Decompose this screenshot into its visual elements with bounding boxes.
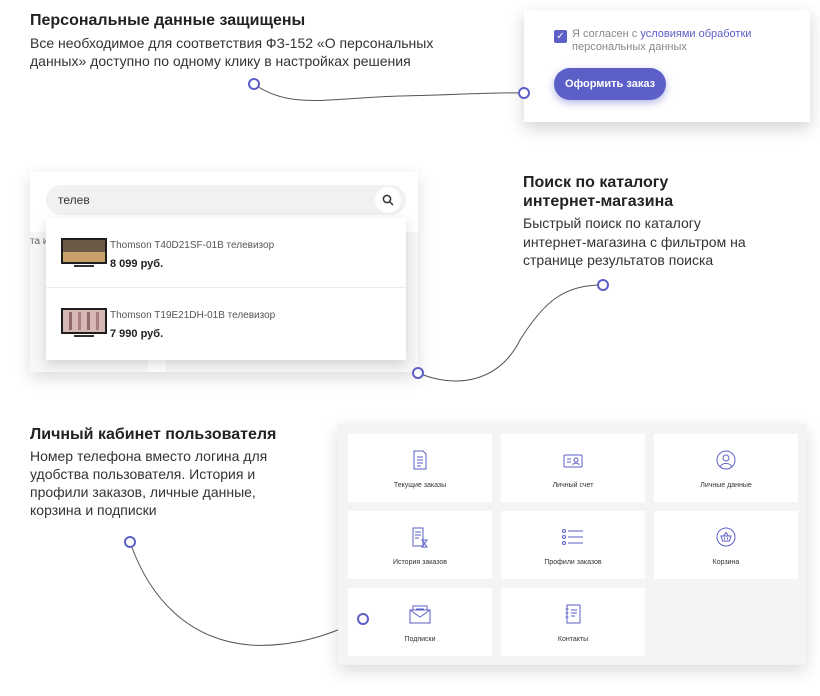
search-result-2-name: Thomson T19E21DH-01B телевизор (110, 310, 276, 321)
tile-personal-data-label: Личные данные (700, 482, 752, 489)
tile-contacts[interactable]: Контакты (501, 588, 645, 656)
connector-dot (412, 367, 424, 379)
user-circle-icon (716, 450, 736, 470)
tile-current-orders[interactable]: Текущие заказы (348, 434, 492, 502)
tile-cart-label: Корзина (712, 559, 740, 566)
cabinet-panel: Текущие заказы Личный счет Личные данные… (338, 423, 806, 665)
connector-dot (518, 87, 530, 99)
search-result-2[interactable]: Thomson T19E21DH-01B телевизор 7 990 руб… (46, 288, 406, 358)
connector-dot (357, 613, 369, 625)
connector-dot (597, 279, 609, 291)
notebook-icon (565, 604, 581, 624)
id-card-icon (563, 454, 583, 468)
tile-personal-account[interactable]: Личный счет (501, 434, 645, 502)
privacy-heading: Персональные данные защищены (30, 12, 306, 29)
consent-terms-link[interactable]: условиями обработки (640, 28, 752, 40)
tile-subscriptions[interactable]: Подписки (348, 588, 492, 656)
place-order-button[interactable]: Оформить заказ (554, 68, 666, 100)
catalog-heading-line-2: интернет-магазина (523, 193, 674, 210)
tile-order-profiles-label: Профили заказов (544, 559, 602, 566)
catalog-desc-line-2: интернет-магазина с фильтром на (523, 234, 746, 250)
search-result-1-name: Thomson T40D21SF-01B телевизор (110, 240, 275, 251)
document-list-icon (413, 450, 427, 470)
connector-dot (248, 78, 260, 90)
connector-dot (124, 536, 136, 548)
tile-contacts-label: Контакты (557, 636, 589, 643)
search-input[interactable] (46, 185, 406, 215)
cabinet-desc-line-1: Номер телефона вместо логина для (30, 448, 268, 464)
consent-text-suffix: персональных данных (572, 41, 687, 53)
cabinet-heading: Личный кабинет пользователя (30, 426, 277, 443)
tile-cart[interactable]: Корзина (654, 511, 798, 579)
cabinet-desc-line-3: профили заказов, личные данные, (30, 484, 256, 500)
history-document-icon (412, 527, 428, 548)
tile-order-history[interactable]: История заказов (348, 511, 492, 579)
search-result-1[interactable]: Thomson T40D21SF-01B телевизор 8 099 руб… (46, 218, 406, 288)
search-result-2-price: 7 990 руб. (110, 328, 164, 340)
catalog-heading-line-1: Поиск по каталогу (523, 174, 669, 191)
tile-subscriptions-label: Подписки (404, 636, 436, 643)
search-icon (382, 194, 394, 206)
basket-icon (716, 527, 736, 547)
catalog-desc-line-3: странице результатов поиска (523, 252, 714, 268)
envelope-icon (409, 605, 431, 624)
search-card: та и Thomson T40D21SF-01B телевизор 8 09… (30, 172, 418, 372)
background-cut-text: та и (30, 236, 49, 247)
search-results-dropdown: Thomson T40D21SF-01B телевизор 8 099 руб… (46, 218, 406, 360)
search-button[interactable] (375, 187, 401, 213)
consent-checkbox[interactable]: ✓ (554, 30, 567, 43)
list-icon (562, 529, 583, 545)
cabinet-desc-line-2: удобства пользователя. История и (30, 466, 256, 482)
search-result-1-price: 8 099 руб. (110, 258, 164, 270)
consent-text: Я согласен с условиями обработки персона… (572, 28, 792, 54)
catalog-desc-line-1: Быстрый поиск по каталогу (523, 215, 701, 231)
cabinet-desc-line-4: корзина и подписки (30, 502, 157, 518)
tile-order-profiles[interactable]: Профили заказов (501, 511, 645, 579)
tile-current-orders-label: Текущие заказы (393, 482, 447, 489)
privacy-desc-line-2: данных» доступно по одному клику в настр… (30, 53, 411, 69)
consent-card: ✓ Я согласен с условиями обработки персо… (524, 10, 810, 122)
privacy-desc-line-1: Все необходимое для соответствия ФЗ-152 … (30, 35, 434, 51)
tile-order-history-label: История заказов (393, 559, 447, 566)
tv-thumbnail-icon (61, 238, 107, 267)
tile-personal-account-label: Личный счет (552, 482, 594, 489)
tile-personal-data[interactable]: Личные данные (654, 434, 798, 502)
consent-text-prefix: Я согласен с (572, 28, 641, 40)
tv-thumbnail-icon (61, 308, 107, 337)
